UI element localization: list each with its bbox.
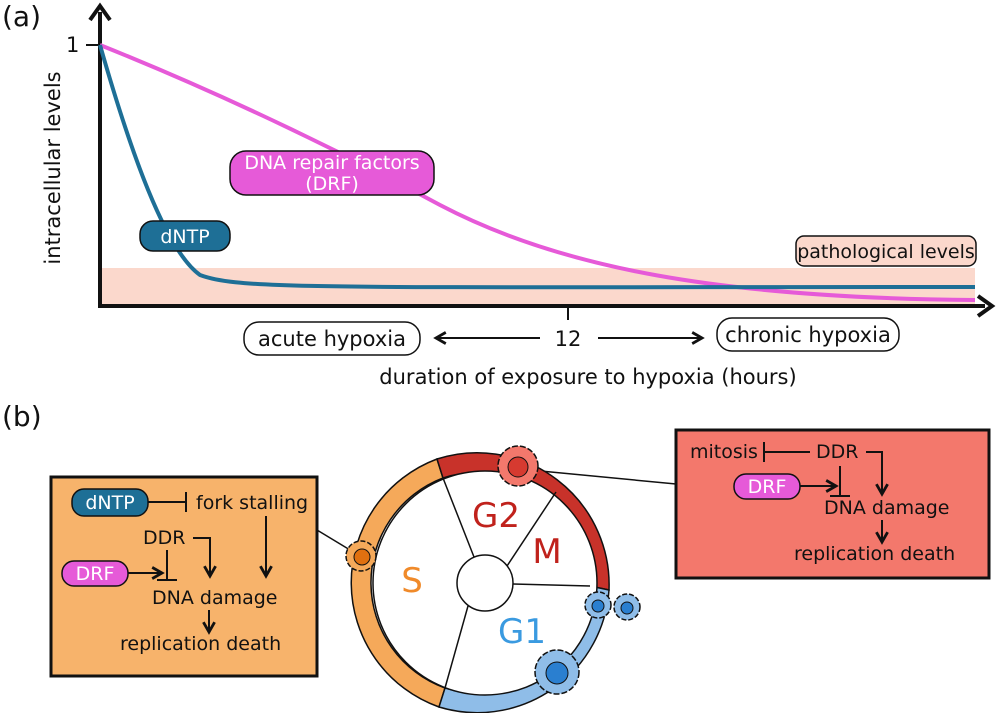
s-box-fork-stalling: fork stalling (196, 492, 308, 514)
x-axis-label: duration of exposure to hypoxia (hours) (379, 365, 796, 389)
acute-hypoxia-text: acute hypoxia (258, 327, 406, 351)
dntp-curve (98, 44, 976, 290)
g2-box-connector (529, 469, 677, 485)
g1-phase-cell (534, 649, 580, 695)
drf-curve-label: DNA repair factors (DRF) (229, 150, 435, 196)
panel-b-label: (b) (2, 400, 42, 433)
chronic-hypoxia-text: chronic hypoxia (725, 323, 891, 347)
pathological-levels-text: pathological levels (797, 241, 975, 263)
panel-a-label: (a) (2, 0, 41, 33)
phase-m: M (532, 532, 561, 572)
phase-g2: G2 (472, 496, 520, 536)
s-box-dna-damage: DNA damage (152, 587, 278, 609)
y-axis-arrowhead (88, 2, 112, 22)
s-box-replication-death: replication death (120, 633, 281, 655)
s-box-dntp: dNTP (85, 492, 134, 514)
y-axis-label: intracellular levels (41, 71, 65, 264)
pathological-levels-label: pathological levels (795, 235, 977, 267)
drf-label-line1: DNA repair factors (244, 152, 419, 174)
drf-label-line2: (DRF) (305, 173, 359, 195)
s-box-drf: DRF (76, 563, 115, 585)
phase-g1: G1 (498, 612, 546, 652)
s-box-ddr-arrow (193, 537, 210, 576)
x-axis-arrowhead (976, 294, 996, 318)
g1-daughter-cell-1 (584, 591, 612, 619)
g2-phase-box: mitosis DDR DRF DNA damage replication d… (674, 428, 991, 580)
s-phase-cell (345, 540, 377, 572)
s-phase-box: dNTP fork stalling DDR DRF DNA damage re… (49, 475, 319, 678)
g1-daughter-cell-2 (613, 593, 641, 621)
g2-box-replication-death: replication death (794, 543, 955, 565)
drf-curve (99, 43, 976, 302)
s-box-ddr: DDR (143, 527, 185, 549)
chronic-hypoxia-label: chronic hypoxia (716, 317, 900, 352)
y-tick-label: 1 (66, 33, 79, 57)
g2-box-dna-damage: DNA damage (824, 497, 950, 519)
g2-phase-cell (497, 445, 539, 487)
wheel-hub (456, 554, 514, 612)
g2-box-drf: DRF (748, 476, 787, 498)
x-tick-label: 12 (555, 327, 582, 351)
phase-s: S (401, 561, 423, 601)
g2-box-mitosis: mitosis (690, 441, 758, 463)
g2-box-ddr: DDR (816, 441, 858, 463)
dntp-curve-label: dNTP (139, 220, 231, 252)
acute-hypoxia-label: acute hypoxia (243, 321, 421, 356)
dntp-label: dNTP (160, 226, 209, 248)
cell-cycle-wheel: G2 M S G1 (350, 452, 610, 713)
